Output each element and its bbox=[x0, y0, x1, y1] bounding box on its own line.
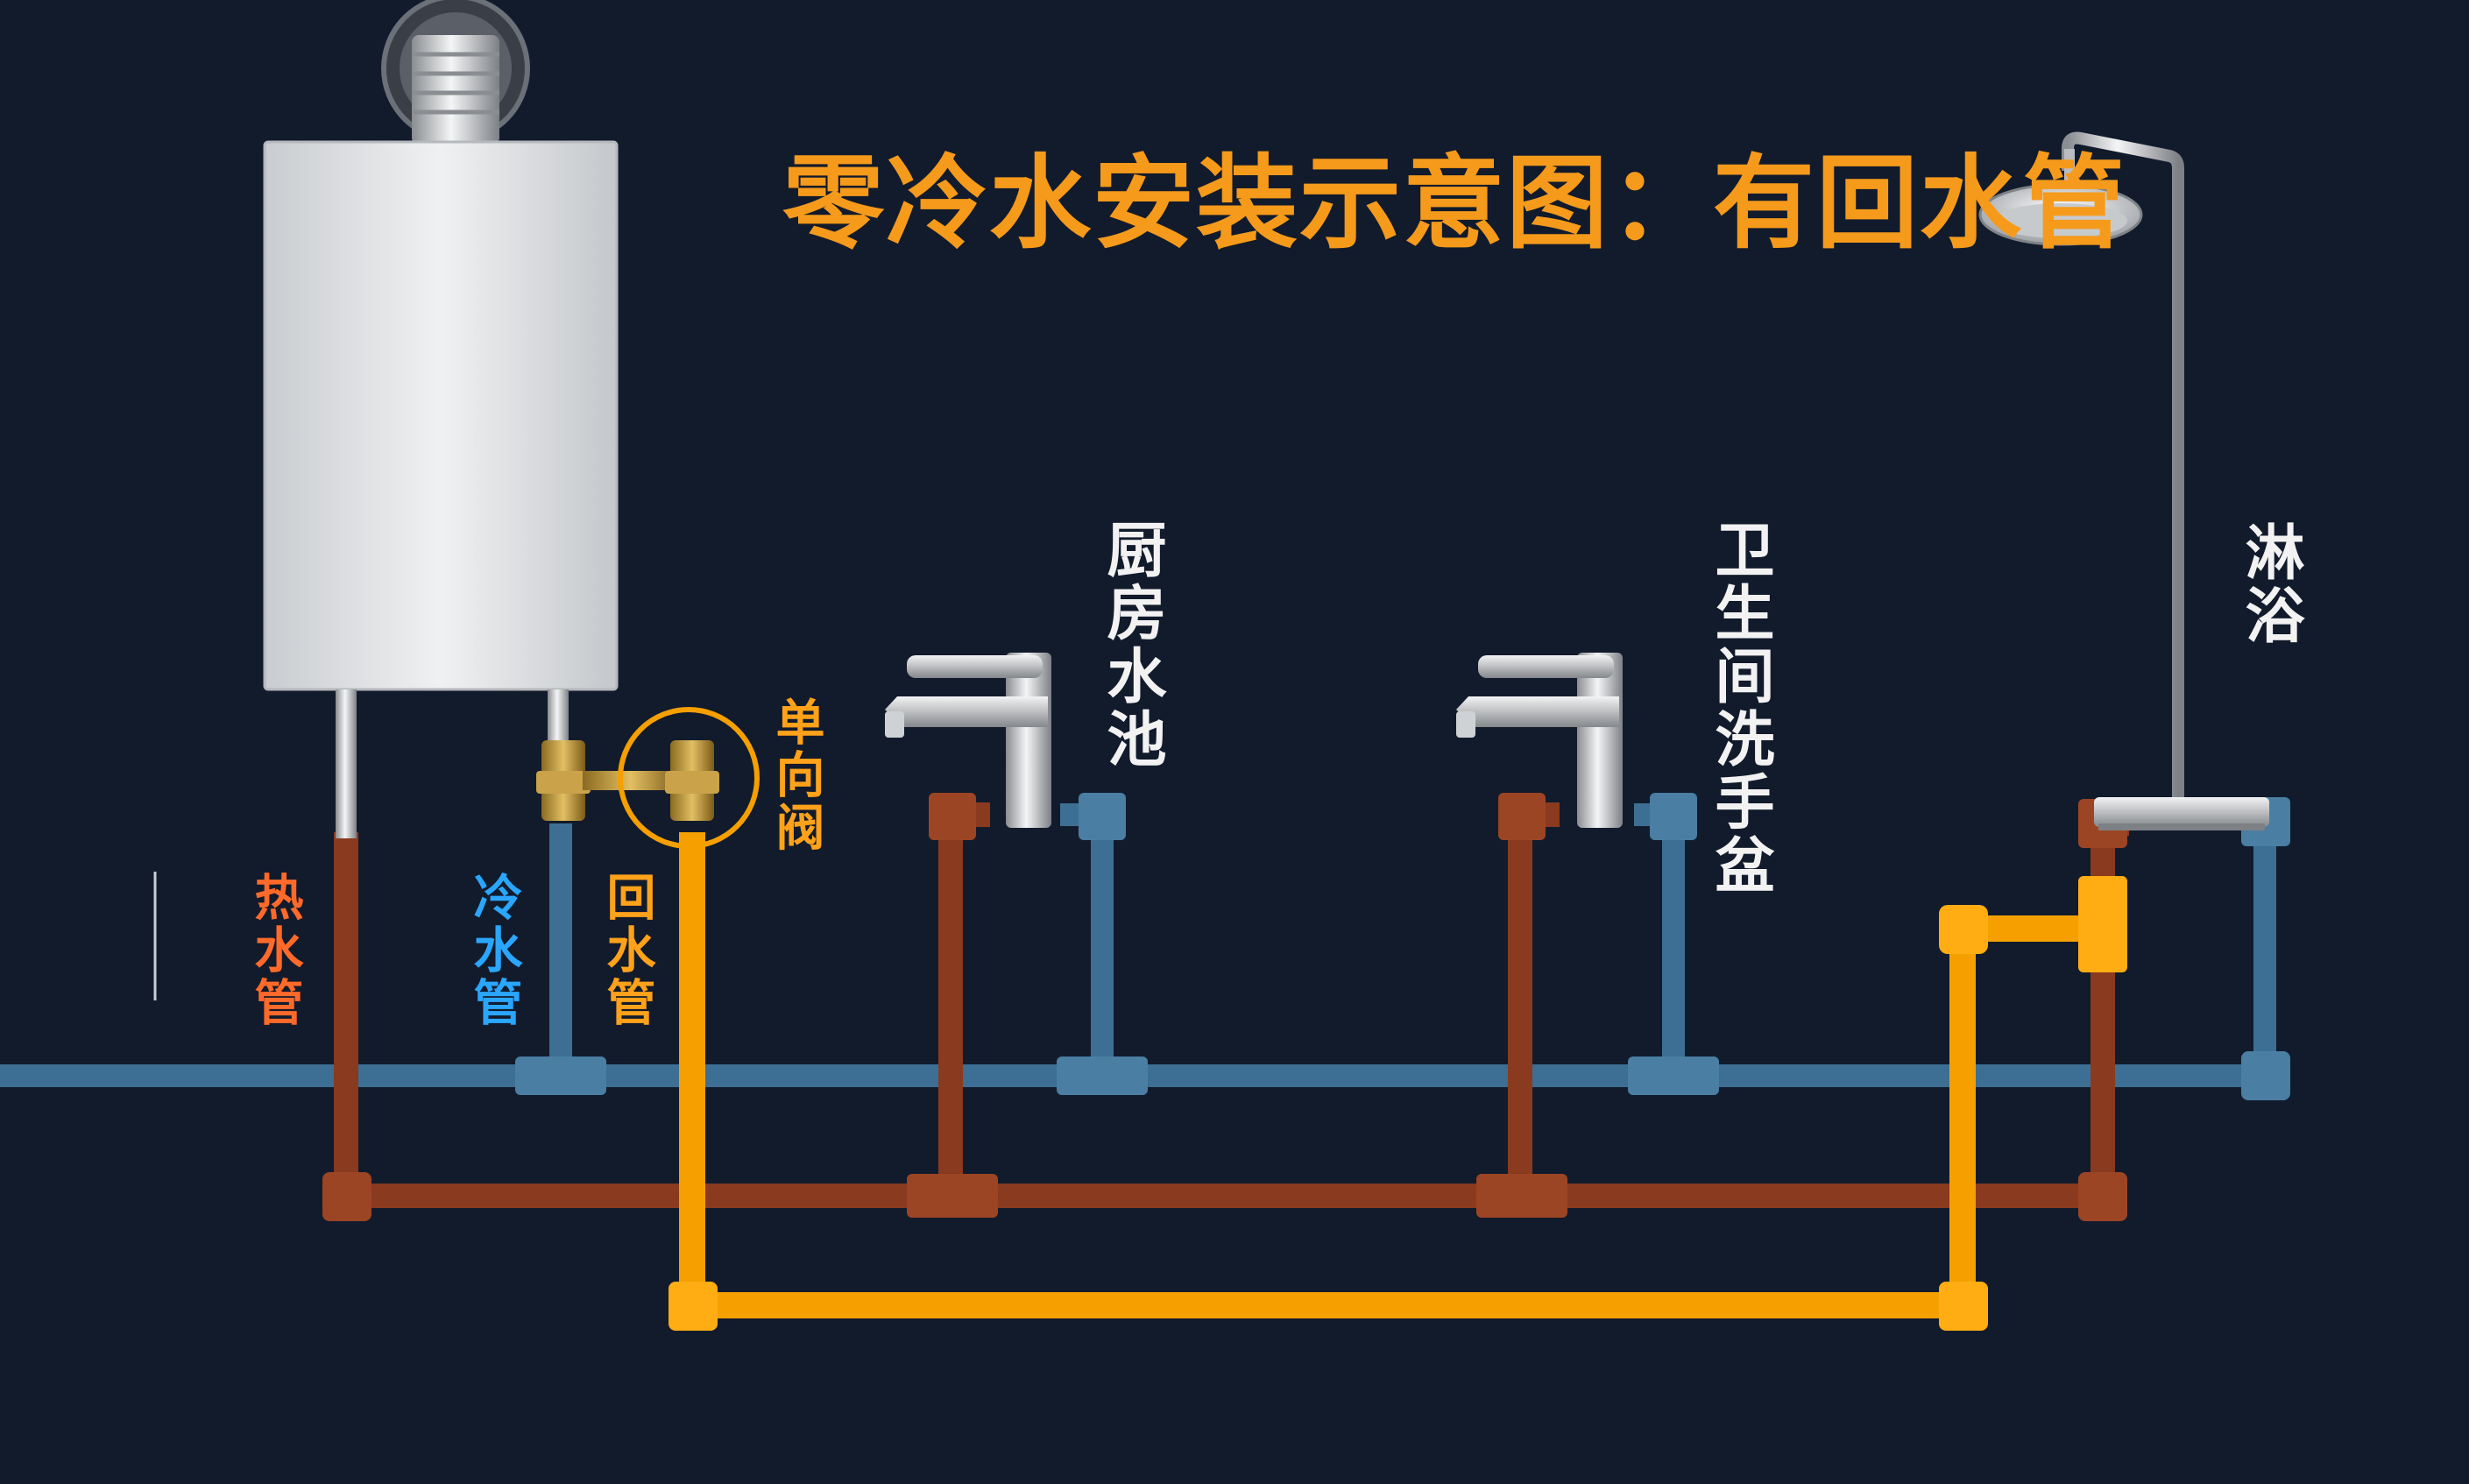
check-valve-label: 单向阀 bbox=[768, 696, 824, 854]
return-pipe-label: 回水管 bbox=[598, 872, 655, 1029]
faucet-icon bbox=[885, 653, 1051, 828]
shower-label: 淋浴 bbox=[2234, 521, 2303, 647]
hot-pipe-fittings bbox=[322, 793, 2127, 1221]
flue-pipe bbox=[412, 35, 499, 145]
brass-valve-icon bbox=[536, 707, 760, 849]
faucet-icon bbox=[1456, 653, 1623, 828]
kitchen-sink-label: 厨房水池 bbox=[1096, 519, 1165, 771]
page-title: 零冷水安装示意图：有回水管 bbox=[782, 145, 2126, 263]
heater-body bbox=[263, 140, 619, 691]
hot-pipe-label: 热水管 bbox=[246, 872, 303, 1029]
bathroom-basin-label: 卫生间洗手盆 bbox=[1704, 519, 1773, 897]
water-heater bbox=[263, 0, 619, 838]
shower-head-icon bbox=[1978, 131, 2269, 830]
return-pipe-fittings bbox=[669, 876, 2127, 1331]
cold-pipe-fittings bbox=[515, 793, 2290, 1100]
cold-pipe-label: 冷水管 bbox=[465, 872, 522, 1029]
